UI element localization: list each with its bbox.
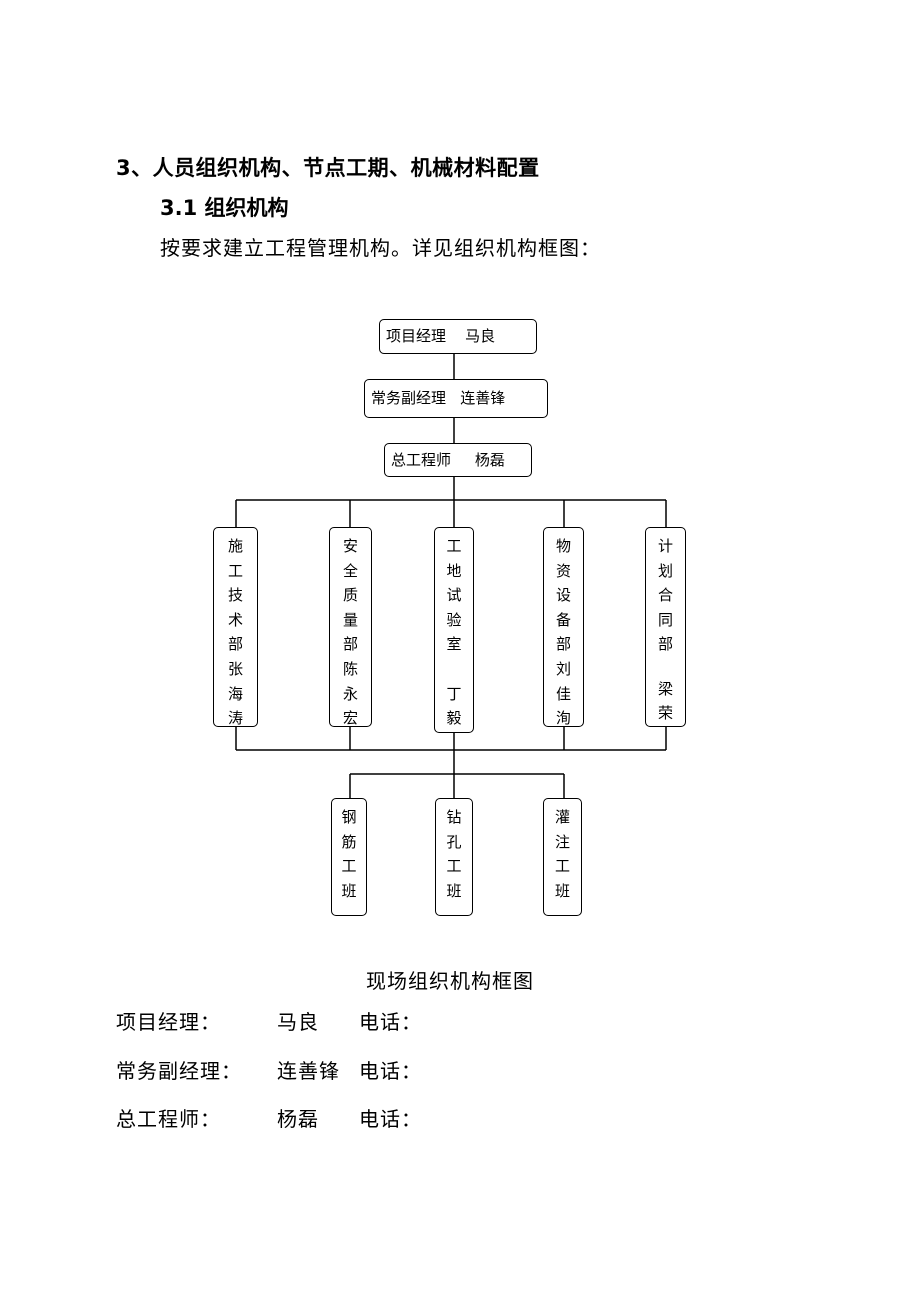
dept-box-construction-tech: 施 工 技 术 部 张 海 涛	[213, 527, 258, 727]
dept-char: 张	[227, 659, 243, 678]
dept-char: 技	[227, 586, 243, 605]
contact-role: 总工程师：	[116, 1107, 221, 1131]
team-char: 钢	[341, 808, 357, 826]
dept-char: 毅	[446, 709, 462, 728]
dept-char: 洵	[555, 709, 571, 728]
dept-char: 永	[342, 684, 358, 703]
dept-char: 术	[227, 610, 243, 629]
team-char: 筋	[341, 832, 357, 851]
deputy-manager-label: 常务副经理 连善锋	[371, 389, 506, 407]
dept-char: 计	[657, 537, 673, 555]
contact-role: 常务副经理：	[116, 1059, 242, 1083]
dept-char: 部	[555, 635, 571, 654]
dept-char: 工	[446, 537, 462, 555]
dept-char: 室	[446, 635, 462, 654]
subsection-heading: 3.1 组织机构	[160, 196, 289, 220]
dept-char: 全	[342, 561, 358, 580]
dept-char: 备	[555, 610, 571, 629]
team-char: 灌	[554, 808, 570, 826]
dept-char: 资	[555, 561, 571, 580]
team-box-grouting: 灌 注 工 班	[543, 798, 582, 916]
dept-char: 梁	[657, 679, 673, 698]
dept-char: 合	[657, 586, 673, 605]
intro-paragraph: 按要求建立工程管理机构。详见组织机构框图：	[160, 236, 601, 260]
team-char: 钻	[446, 808, 462, 826]
team-char: 工	[446, 857, 462, 876]
dept-char: 验	[446, 610, 462, 629]
team-char: 孔	[446, 832, 462, 851]
dept-char: 部	[227, 635, 243, 654]
dept-char: 量	[342, 610, 358, 629]
contact-name: 连善锋	[277, 1059, 340, 1083]
dept-char: 物	[555, 537, 571, 555]
section-heading: 3、人员组织机构、节点工期、机械材料配置	[116, 156, 540, 180]
dept-char: 质	[342, 586, 358, 605]
dept-char: 荣	[657, 704, 673, 723]
dept-char: 同	[657, 610, 673, 629]
contact-phone-label: 电话：	[359, 1059, 422, 1083]
dept-char: 地	[446, 561, 462, 580]
chief-engineer-label: 总工程师 杨磊	[391, 450, 505, 469]
dept-char: 佳	[555, 684, 571, 703]
chief-engineer-box: 总工程师 杨磊	[384, 443, 532, 477]
team-char: 班	[554, 881, 570, 900]
dept-char: 涛	[227, 709, 243, 728]
dept-char: 安	[342, 537, 358, 555]
dept-char: 部	[342, 635, 358, 654]
team-char: 班	[341, 881, 357, 900]
team-box-rebar: 钢 筋 工 班	[331, 798, 367, 916]
dept-char: 工	[227, 561, 243, 580]
team-char: 注	[554, 832, 570, 851]
dept-char: 设	[555, 586, 571, 605]
dept-char: 划	[657, 561, 673, 580]
dept-char: 宏	[342, 709, 358, 728]
contact-name: 马良	[277, 1010, 319, 1034]
deputy-manager-box: 常务副经理 连善锋	[364, 379, 548, 418]
contact-phone-label: 电话：	[359, 1107, 422, 1131]
contact-phone-label: 电话：	[359, 1010, 422, 1034]
team-char: 工	[341, 857, 357, 876]
dept-char: 试	[446, 586, 462, 605]
dept-char: 丁	[446, 684, 462, 703]
dept-box-materials-equipment: 物 资 设 备 部 刘 佳 洵	[543, 527, 584, 727]
contact-role: 项目经理：	[116, 1010, 221, 1034]
project-manager-label: 项目经理 马良	[386, 327, 496, 345]
dept-char: 施	[227, 537, 243, 555]
dept-char: 刘	[555, 659, 571, 678]
contact-name: 杨磊	[277, 1107, 319, 1131]
team-char: 工	[554, 857, 570, 876]
project-manager-box: 项目经理 马良	[379, 319, 537, 354]
dept-char: 海	[227, 684, 243, 703]
dept-box-site-lab: 工 地 试 验 室 丁 毅	[434, 527, 474, 733]
dept-box-safety-quality: 安 全 质 量 部 陈 永 宏	[329, 527, 372, 727]
dept-box-planning-contracts: 计 划 合 同 部 梁 荣	[645, 527, 686, 727]
chart-caption: 现场组织机构框图	[366, 969, 534, 993]
team-char: 班	[446, 881, 462, 900]
dept-char: 陈	[342, 659, 358, 678]
dept-char: 部	[657, 635, 673, 654]
team-box-drilling: 钻 孔 工 班	[435, 798, 473, 916]
